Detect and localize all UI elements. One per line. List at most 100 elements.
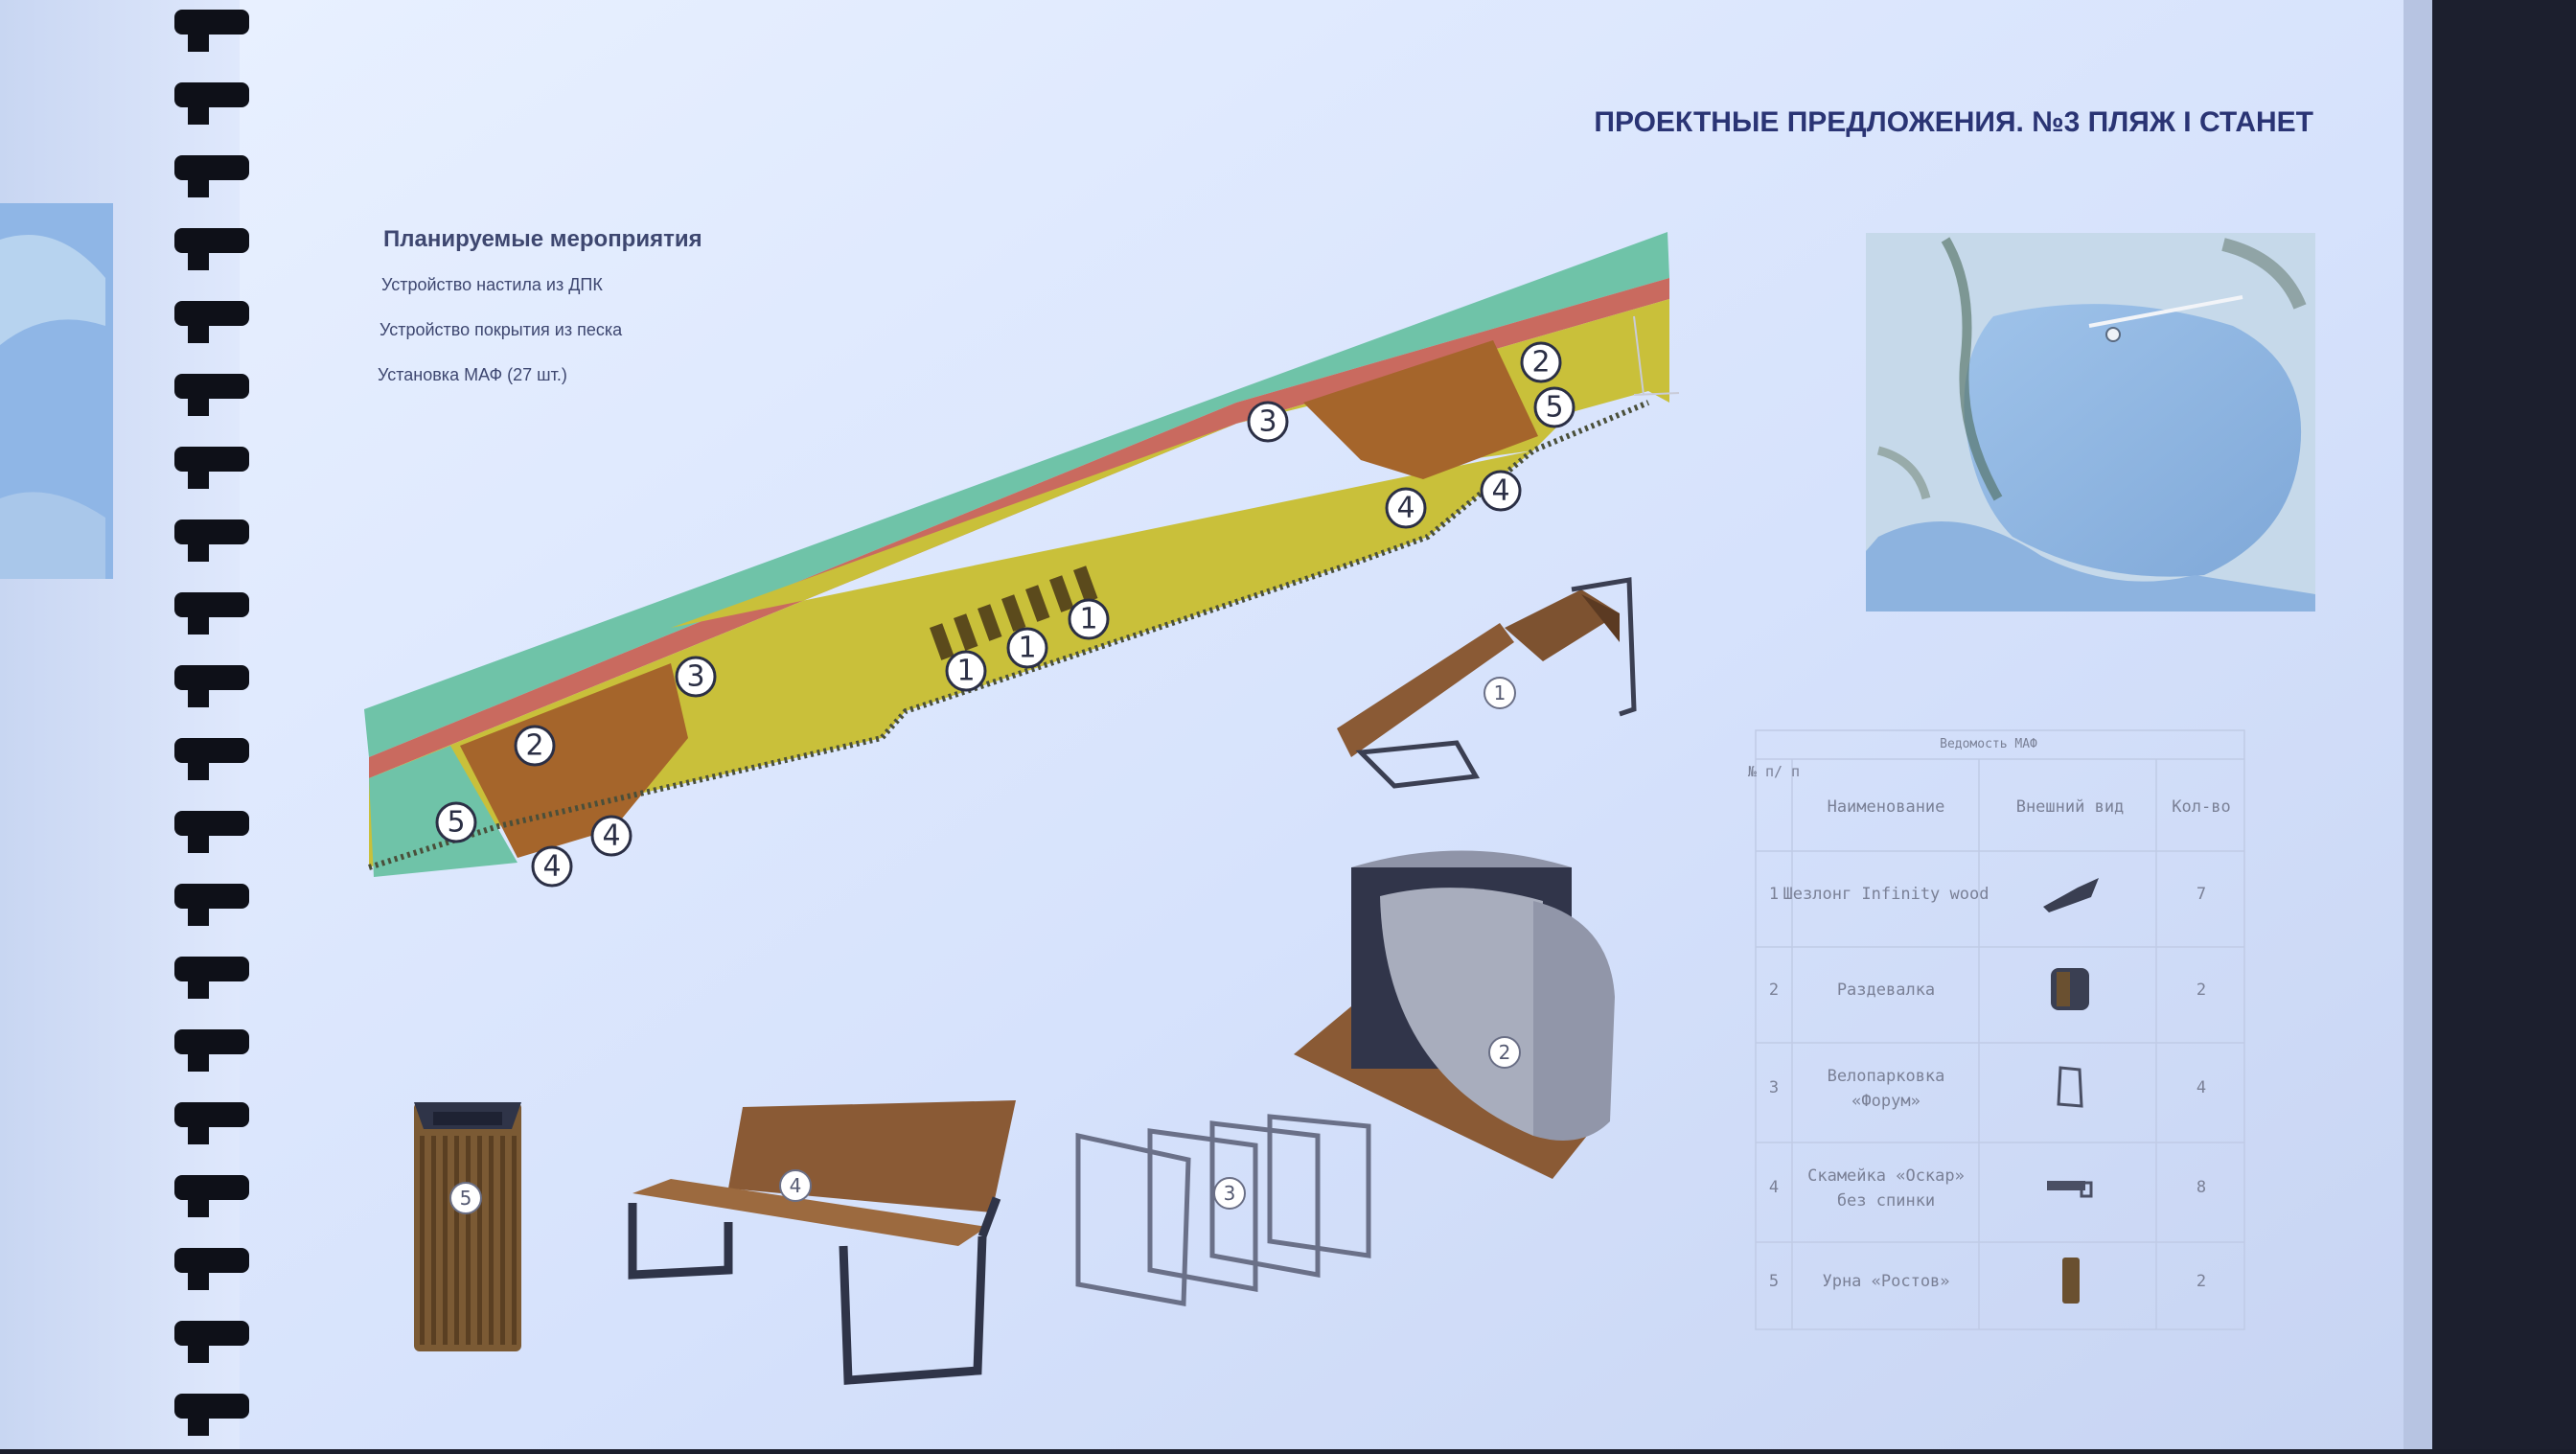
binding-ring — [174, 592, 249, 635]
location-map — [1866, 233, 2315, 612]
plan-marker: 2 — [514, 725, 556, 767]
trash-bin-icon — [414, 1102, 521, 1351]
table-header-qty: Кол-во — [2172, 797, 2230, 817]
plan-marker: 5 — [435, 801, 477, 843]
table-title: Ведомость МАФ — [1940, 737, 2037, 751]
svg-text:1: 1 — [956, 655, 975, 688]
plan-marker: 1 — [945, 650, 987, 692]
activities-heading: Планируемые мероприятия — [383, 226, 702, 252]
binding-ring — [174, 1175, 249, 1217]
changing-cabin-icon — [1294, 850, 1615, 1179]
svg-text:3: 3 — [1258, 405, 1276, 439]
binding-ring — [174, 1102, 249, 1144]
table-row: 5 Урна «Ростов» 2 — [1769, 1258, 2206, 1304]
binding-ring — [174, 301, 249, 343]
plan-deck-left — [460, 663, 688, 858]
svg-text:5: 5 — [447, 806, 465, 840]
svg-text:4: 4 — [602, 819, 620, 853]
sunbed-pad — [1000, 594, 1026, 632]
svg-text:2: 2 — [1499, 1041, 1511, 1064]
plan-marker: 4 — [531, 845, 573, 888]
plan-lawn-strip — [364, 232, 1669, 757]
binding-ring — [174, 957, 249, 999]
svg-text:4: 4 — [1491, 474, 1509, 508]
binding-ring — [174, 1394, 249, 1436]
plan-marker: 4 — [590, 815, 632, 857]
binding-ring — [174, 1029, 249, 1072]
binding-ring — [174, 82, 249, 125]
plan-shoreline — [368, 400, 1650, 870]
site-plan — [364, 232, 1680, 877]
binding-ring — [174, 228, 249, 270]
binding-ring — [174, 374, 249, 416]
plan-marker: 1 — [1006, 627, 1048, 669]
table-cell-qty: 7 — [2196, 885, 2206, 904]
sketch-marker: 2 — [1488, 1036, 1521, 1069]
binding-ring — [174, 884, 249, 926]
table-cell-qty: 4 — [2196, 1078, 2206, 1097]
sunbed-pad — [978, 604, 1002, 641]
spiral-binding — [174, 10, 249, 1436]
sunbed-pad — [954, 613, 978, 651]
changing-cabin-icon — [2051, 968, 2089, 1010]
plan-marker: 4 — [1480, 470, 1522, 512]
plan-marker: 1 — [1068, 598, 1110, 640]
svg-text:1: 1 — [1018, 632, 1036, 665]
svg-text:3: 3 — [1224, 1182, 1236, 1205]
svg-text:1: 1 — [1079, 603, 1097, 636]
binding-ring — [174, 1248, 249, 1290]
table-cell-num: 5 — [1769, 1272, 1779, 1291]
table-cell-name: Урна «Ростов» — [1822, 1272, 1949, 1291]
table-cell-name: Велопарковка«Форум» — [1828, 1067, 1945, 1111]
plan-marker: 5 — [1533, 386, 1576, 428]
binding-ring — [174, 10, 249, 52]
svg-text:4: 4 — [1396, 492, 1414, 525]
activity-item: Установка МАФ (27 шт.) — [378, 365, 567, 384]
sunbed-pad — [1073, 565, 1098, 603]
table-header-num: № п/ п — [1748, 763, 1800, 780]
table-cell-num: 2 — [1769, 981, 1779, 1000]
svg-text:4: 4 — [542, 850, 561, 884]
bike-rack-icon — [1075, 1114, 1371, 1306]
binding-ring — [174, 811, 249, 853]
binding-ring — [174, 665, 249, 707]
chaise-lounge-icon — [1337, 577, 1637, 789]
table-cell-name: Скамейка «Оскар»без спинки — [1807, 1166, 1965, 1211]
sunbed-pad — [1025, 585, 1050, 622]
table-cell-num: 1 — [1769, 885, 1779, 904]
page-title: ПРОЕКТНЫЕ ПРЕДЛОЖЕНИЯ. №3 ПЛЯЖ I СТАНЕТ — [1594, 106, 2313, 138]
plan-path-strip — [369, 278, 1669, 778]
table-cell-name: Шезлонг Infinity wood — [1783, 885, 1990, 904]
binding-ring — [174, 519, 249, 562]
bench-icon — [2047, 1181, 2093, 1198]
plan-sunbed-pads — [930, 565, 1098, 660]
table-cell-qty: 2 — [2196, 1272, 2206, 1291]
sunbed-pad — [1049, 575, 1074, 612]
activity-item: Устройство покрытия из песка — [380, 320, 623, 339]
plan-marker: 3 — [1247, 401, 1289, 443]
sunbed-pad — [930, 623, 954, 660]
binding-ring — [174, 155, 249, 197]
binding-ring — [174, 738, 249, 780]
sketch-marker: 3 — [1213, 1177, 1246, 1210]
sketch-marker: 5 — [449, 1182, 482, 1214]
activity-item: Устройство настила из ДПК — [381, 275, 603, 294]
table-header-name: Наименование — [1828, 797, 1945, 817]
svg-text:2: 2 — [1531, 346, 1550, 380]
trash-bin-icon — [2062, 1258, 2080, 1304]
svg-text:5: 5 — [1545, 391, 1563, 425]
table-cell-qty: 8 — [2196, 1178, 2206, 1197]
svg-text:4: 4 — [790, 1174, 802, 1197]
table-cell-qty: 2 — [2196, 981, 2206, 1000]
maf-table: Ведомость МАФ № п/ п Наименование Внешни… — [1748, 729, 2245, 1330]
chaise-lounge-icon — [2043, 878, 2099, 912]
sketch-marker: 4 — [779, 1169, 812, 1202]
plan-sand-area — [369, 299, 1669, 867]
